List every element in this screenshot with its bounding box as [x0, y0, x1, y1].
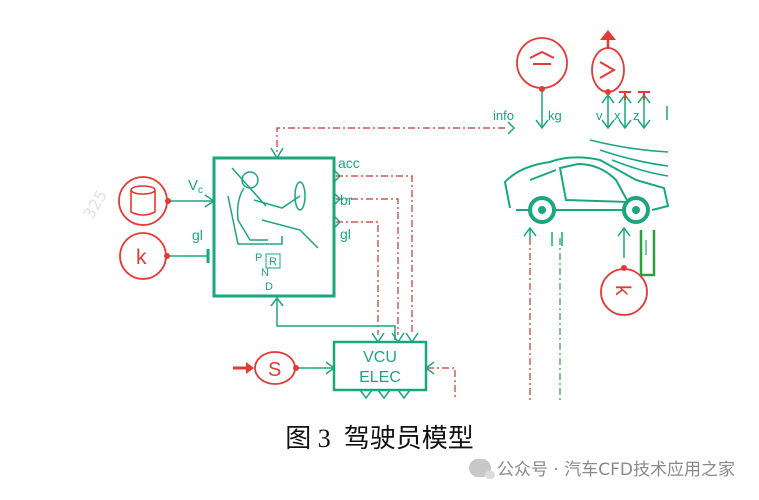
k-vehicle-port-dot: [621, 265, 627, 271]
gear-label-n: N: [261, 267, 269, 279]
velocity-sensor[interactable]: [591, 47, 625, 93]
output-acc-label: acc: [338, 155, 360, 171]
s-arrow-head: [246, 362, 254, 374]
vcu-block[interactable]: [332, 340, 428, 392]
figure-caption: 图 3 驾驶员模型: [0, 418, 759, 455]
velocity-sensor-icon: [599, 61, 617, 79]
vcu-to-driver-line: [276, 298, 396, 340]
velocity-port-dot: [605, 89, 611, 95]
vcu-label-line1: VCU: [363, 349, 397, 366]
figure-number: 图 3: [285, 424, 331, 453]
wheel-ports: [523, 226, 631, 258]
database-arrow: [204, 194, 216, 208]
k-source-left-label: k: [136, 246, 147, 269]
info-arrow-head: [270, 147, 284, 160]
gear-label-d: D: [265, 281, 273, 293]
z-label: z: [633, 108, 640, 123]
k-source-vehicle-label: k: [611, 285, 634, 296]
kg-label: kg: [548, 108, 562, 123]
info-port: [507, 121, 516, 135]
input-gl-label: gl: [192, 227, 203, 243]
output-gl-label: gl: [340, 226, 351, 242]
car-icon: [503, 156, 670, 211]
signal-lines-red: [276, 127, 531, 400]
input-vc-label: Vc: [188, 177, 203, 196]
vehicle-output-bars: [619, 91, 650, 100]
gear-label-p: P: [255, 252, 262, 264]
vcu-input-arrows: [359, 332, 435, 400]
output-br-label: br: [340, 192, 353, 208]
k-port-dot: [164, 253, 170, 259]
watermark: 公众号 · 汽车CFD技术应用之家: [469, 455, 735, 480]
watermark-text: 公众号 · 汽车CFD技术应用之家: [497, 460, 735, 480]
front-wheel-hub: [538, 206, 546, 214]
output-ports: [333, 169, 342, 229]
velocity-output-arrow: [600, 30, 616, 40]
gear-r-box: [265, 253, 281, 269]
rear-wheel-hub: [632, 206, 640, 214]
x-label: x: [614, 108, 621, 123]
s-source-label: S: [268, 359, 281, 381]
figure-title: 驾驶员模型: [343, 424, 474, 453]
info-label: info: [493, 108, 514, 123]
database-source[interactable]: [118, 176, 168, 226]
mass-arrow: [535, 119, 549, 130]
driver-icon: [227, 167, 319, 249]
wechat-icon: [469, 458, 496, 479]
driver-block[interactable]: [212, 156, 336, 298]
v-label: v: [596, 108, 603, 123]
database-icon: [130, 185, 156, 216]
database-port-dot: [165, 198, 171, 204]
mass-port-dot: [539, 86, 545, 92]
vcu-label-line2: ELEC: [359, 369, 401, 386]
s-port-dot: [293, 365, 299, 371]
gear-label-r: R: [269, 256, 277, 268]
mass-icon: [529, 50, 555, 65]
vcu-to-driver-arrow: [270, 296, 284, 307]
rear-spring: [639, 230, 656, 277]
vehicle-bottom-ports: [601, 119, 651, 130]
wind-lines: [589, 139, 669, 177]
